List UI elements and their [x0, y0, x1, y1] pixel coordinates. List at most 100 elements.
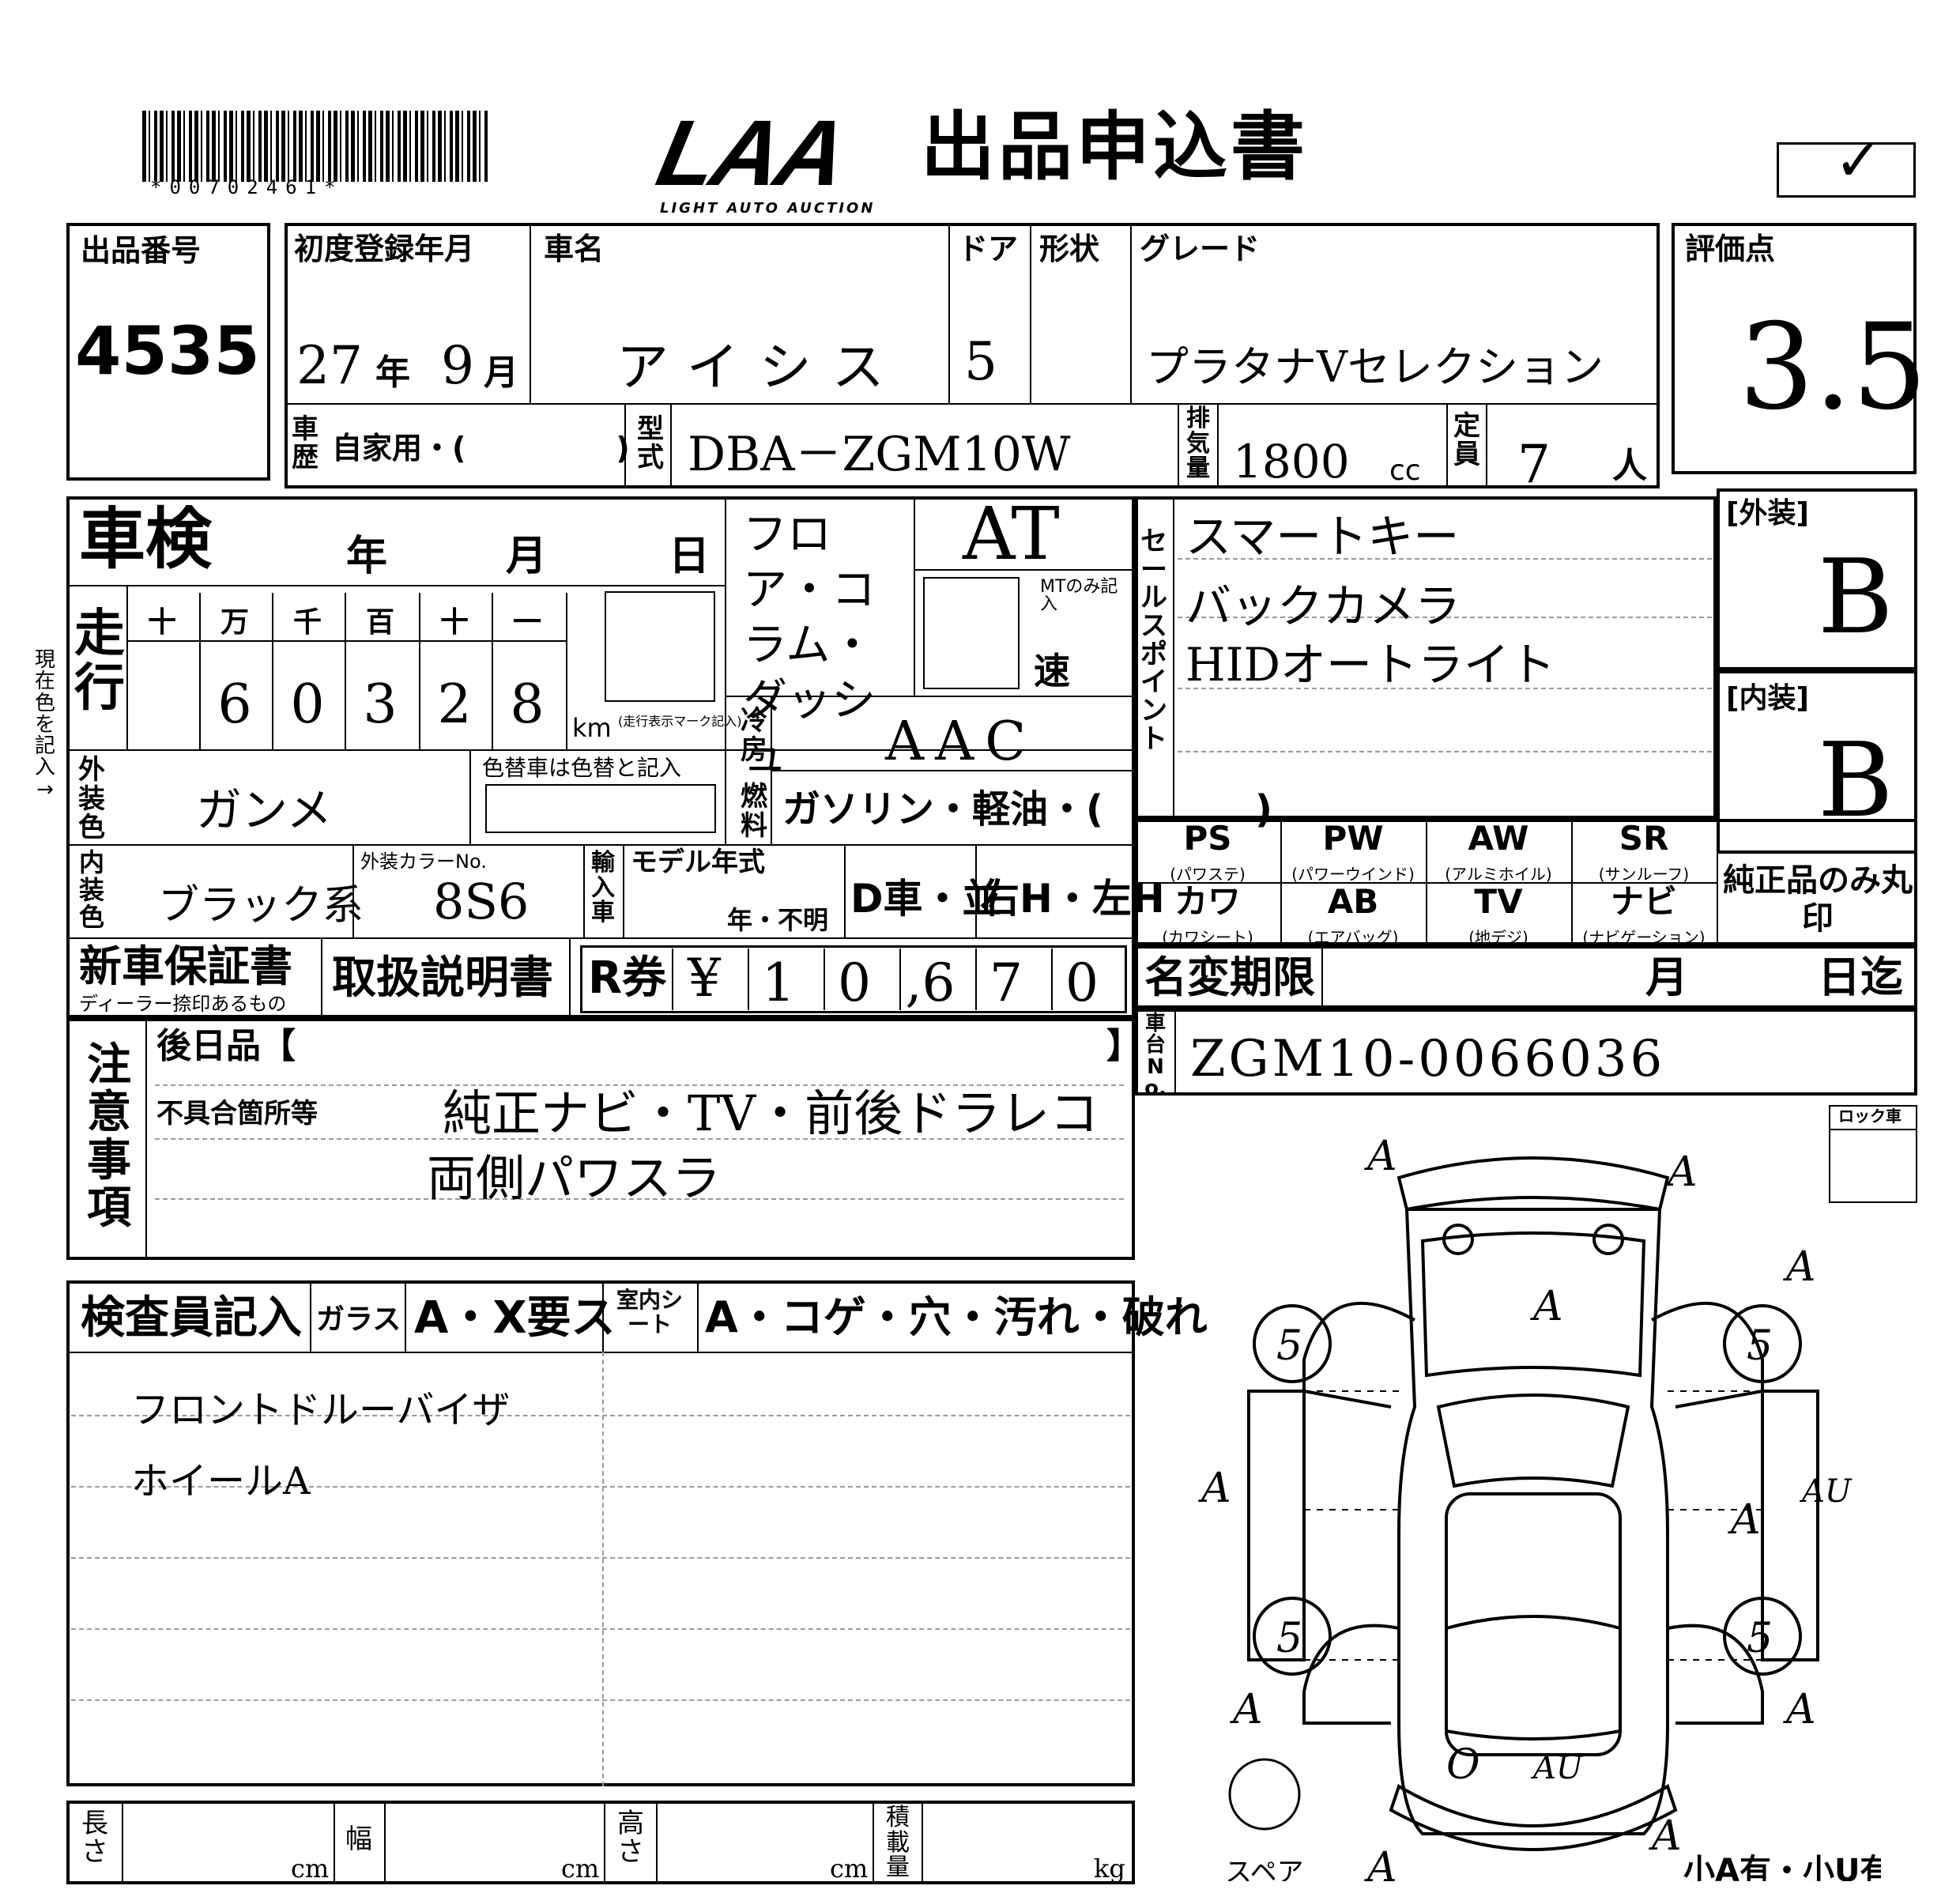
windshield — [1436, 1394, 1630, 1488]
spare-tire — [1228, 1758, 1301, 1831]
car-body — [1397, 1208, 1669, 1835]
notes-label: 注意事項 — [87, 1039, 131, 1235]
option-3-sub: (サンルーフ) — [1598, 865, 1690, 884]
mark-front-bumper-right: A — [1664, 1148, 1698, 1196]
tire-rear-left — [1253, 1597, 1332, 1676]
option-0-code: PS — [1183, 819, 1232, 858]
door-value: 5 — [964, 331, 997, 392]
lock-label: ロック車 — [1838, 1107, 1902, 1126]
mileage-mark-box — [605, 591, 715, 702]
shift-options: フロア・コラム・ダッシュ — [743, 509, 876, 782]
mileage-digit-5: 8 — [510, 673, 545, 736]
spare-label: スペア — [1225, 1857, 1304, 1881]
fuel-label: 燃料 — [741, 781, 767, 842]
capacity-unit: 人 — [1612, 446, 1647, 486]
option-7-code: ナビ — [1610, 882, 1677, 921]
mileage-header-0: 十 — [147, 606, 176, 639]
notes-box — [66, 1018, 1135, 1260]
inspection-month: 月 — [506, 533, 548, 580]
month-unit: 月 — [484, 353, 518, 393]
mileage-header-2: 千 — [292, 606, 322, 639]
mileage-side-note: 現在色を記入→ — [34, 648, 55, 801]
ext-color-value: ガンメ — [196, 783, 333, 837]
legend: 小A有・小U有 — [1683, 1853, 1881, 1881]
mark-hood: A — [1530, 1283, 1563, 1330]
recycle-digit-0: 1 — [762, 952, 795, 1013]
notes-line2: 両側パワスラ — [427, 1149, 722, 1207]
front-bumper — [1396, 1156, 1670, 1212]
mileage-digit-2: 0 — [290, 673, 325, 736]
option-6-code: TV — [1474, 882, 1523, 921]
displacement-label: 排気量 — [1186, 405, 1210, 482]
headlight-left — [1442, 1224, 1474, 1255]
tire-front-left — [1253, 1304, 1332, 1383]
inspection-label: 車検 — [79, 500, 213, 578]
option-0-sub: (パワステ) — [1170, 865, 1246, 884]
rear-left-fender — [1302, 1624, 1400, 1725]
mark-right-door: A — [1728, 1496, 1761, 1544]
sales-line-3: HIDオートライト — [1185, 638, 1555, 692]
model-year-value: 年・不明 — [727, 905, 829, 935]
sales-line-2: バックカメラ — [1185, 579, 1461, 633]
inspection-day: 日 — [669, 533, 710, 580]
laa-logo: LAA LIGHT AUTO AUCTION — [648, 101, 876, 217]
ext-grade-value: B — [1818, 537, 1894, 657]
car-diagram: 5 5 5 5 A A A A A A AU A A A AU O A スペア … — [1198, 1133, 1881, 1881]
glass-value: A・X要ス — [414, 1292, 616, 1344]
mt-note: MTのみ記入 — [1040, 577, 1118, 614]
inspector-box — [66, 1280, 1135, 1786]
recycle-digit-1: 0 — [838, 952, 871, 1013]
mileage-header-3: 百 — [365, 606, 394, 639]
rear-window — [1445, 1615, 1622, 1740]
recycle-box — [580, 945, 1127, 1013]
option-1-sub: (パワーウインド) — [1291, 865, 1415, 884]
capacity-value: 7 — [1517, 434, 1551, 495]
headlight-right — [1592, 1224, 1624, 1255]
model-value: DBA－ZGM10W — [688, 427, 1071, 482]
mileage-header-4: 十 — [439, 606, 469, 639]
front-right-fender — [1651, 1301, 1764, 1409]
later-items-label: 後日品【 — [156, 1026, 296, 1066]
lot-label: 出品番号 — [81, 233, 202, 268]
inspector-label: 検査員記入 — [81, 1292, 302, 1344]
check-box: ✓ — [1777, 127, 1916, 198]
door-label: ドア — [958, 232, 1019, 266]
tire-mark-fr: 5 — [1747, 1322, 1773, 1370]
mark-left-door: A — [1198, 1465, 1231, 1512]
option-4-code: カワ — [1174, 882, 1241, 921]
mileage-header-1: 万 — [220, 606, 249, 639]
model-year-label: モデル年式 — [631, 847, 765, 878]
inspector-line1: フロントドルーバイザ — [131, 1388, 511, 1432]
shape-label: 形状 — [1039, 232, 1100, 266]
length-label: 長さ — [81, 1808, 108, 1868]
dealer-value: D車・並 — [850, 876, 1002, 922]
load-unit: kg — [1094, 1854, 1125, 1884]
recycle-digit-3: 7 — [989, 952, 1023, 1013]
option-7-sub: (ナビゲーション) — [1582, 928, 1706, 947]
mark-rear-left: A — [1230, 1686, 1263, 1733]
score-label: 評価点 — [1685, 232, 1776, 266]
car-name-label: 車名 — [544, 232, 605, 266]
recycle-label: R券 — [588, 952, 667, 1004]
ac-value: AAC — [885, 711, 1038, 773]
rear-right-fender — [1667, 1624, 1764, 1725]
speed-label: 速 — [1034, 650, 1070, 692]
displacement-value: 1800 — [1233, 435, 1350, 488]
int-color-label: 内装色 — [78, 847, 104, 933]
sales-points-label: セールスポイント — [1140, 526, 1167, 755]
mark-rear-corner: A — [1649, 1812, 1682, 1860]
score-value: 3.5 — [1739, 299, 1928, 436]
history-value: 自家用・( ) — [332, 431, 630, 466]
color-no-value: 8S6 — [433, 873, 530, 930]
import-label: 輸入車 — [591, 849, 615, 926]
int-grade-label: [内装] — [1726, 682, 1809, 715]
grade-value: プラタナVセレクション — [1146, 342, 1604, 392]
option-6-sub: (地デジ) — [1468, 928, 1528, 947]
sales-box — [1135, 496, 1717, 819]
int-color-value: ブラック系 — [158, 882, 364, 930]
vehicle-box — [285, 223, 1660, 488]
lock-box: ロック車 — [1829, 1105, 1917, 1203]
option-5-code: AB — [1327, 882, 1379, 921]
mileage-header-5: 一 — [512, 606, 541, 639]
warranty-sub: ディーラー捺印あるもの — [79, 993, 287, 1015]
